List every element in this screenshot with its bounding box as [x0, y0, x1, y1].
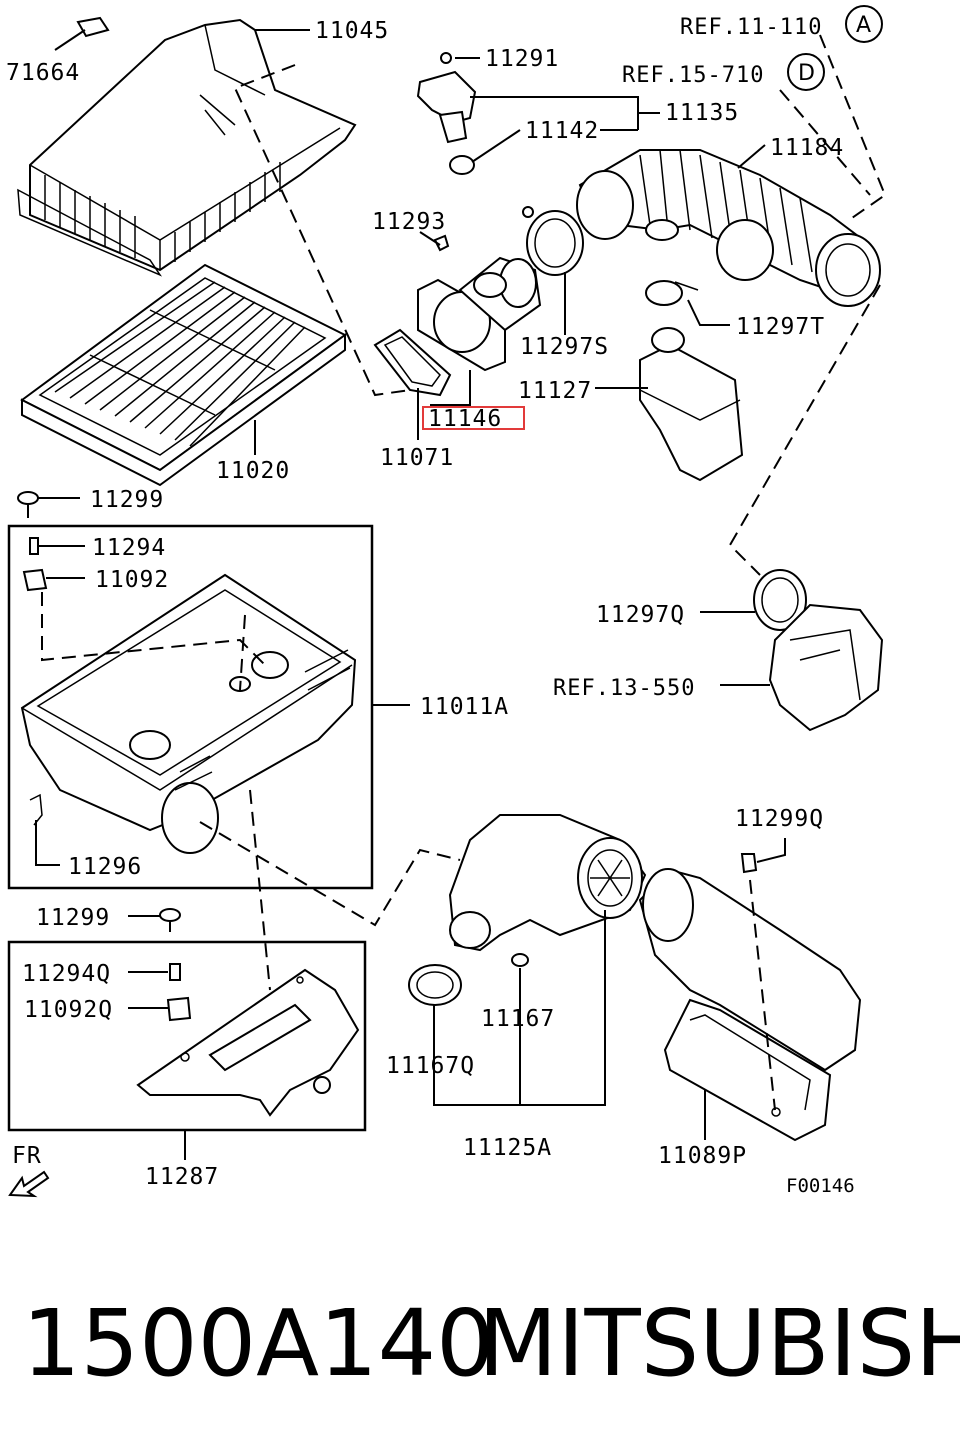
ref-15-710[interactable]: REF.15-710: [622, 63, 764, 88]
hose-clamp-11297Q[interactable]: [753, 569, 807, 631]
bolt-11299-top[interactable]: [17, 491, 39, 518]
bolt-11299-bottom[interactable]: [159, 908, 181, 932]
air-cleaner-cover[interactable]: [17, 18, 357, 277]
clip-71664[interactable]: [76, 16, 110, 38]
ref-circle-a: [845, 5, 883, 43]
bushing-11294[interactable]: [29, 537, 39, 555]
parts-diagram: 71664 11045 11291 11135 11142 11184 1129…: [6, 5, 887, 1198]
product-caption: 1500A140 MITSUBISHI: [0, 1270, 960, 1420]
figure-code: F00146: [786, 1175, 855, 1197]
bolt-11299Q[interactable]: [740, 853, 758, 874]
dashed-reference-lines: [41, 34, 887, 1111]
grommet-11092Q[interactable]: [166, 996, 192, 1022]
grommet-11167[interactable]: [511, 953, 529, 967]
gasket-11071[interactable]: [373, 328, 452, 397]
label-11299-bottom[interactable]: 11299: [36, 905, 110, 931]
ref-circle-d: [787, 53, 825, 91]
clip-11296[interactable]: [29, 793, 43, 826]
resonator-11127[interactable]: [639, 327, 744, 482]
label-11011A[interactable]: 11011A: [420, 694, 509, 720]
label-11092Q[interactable]: 11092Q: [24, 997, 113, 1023]
air-cleaner-case[interactable]: [20, 573, 357, 854]
label-11294Q[interactable]: 11294Q: [22, 961, 111, 987]
case-group-frame: [7, 524, 374, 890]
throttle-housing-11146[interactable]: [417, 256, 542, 372]
intake-hose-11184[interactable]: [576, 149, 881, 307]
label-11291[interactable]: 11291: [485, 46, 559, 72]
label-11296[interactable]: 11296: [68, 854, 142, 880]
label-11299-top[interactable]: 11299: [90, 487, 164, 513]
label-11045[interactable]: 11045: [315, 18, 389, 44]
label-11089P[interactable]: 11089P: [658, 1143, 747, 1169]
air-filter-element[interactable]: [20, 263, 347, 487]
label-11071[interactable]: 11071: [380, 445, 454, 471]
front-arrow-icon: [8, 1170, 50, 1198]
leader-lines: [35, 29, 786, 1160]
throttle-body-ref: [768, 603, 884, 732]
label-11287[interactable]: 11287: [145, 1164, 219, 1190]
label-11297T[interactable]: 11297T: [736, 314, 825, 340]
air-duct-11089P[interactable]: [638, 868, 862, 1142]
label-11125A[interactable]: 11125A: [463, 1135, 552, 1161]
air-cleaner-bracket[interactable]: [136, 968, 360, 1117]
seal-11167Q[interactable]: [408, 964, 462, 1006]
grommet-11092[interactable]: [22, 568, 48, 592]
label-11297S[interactable]: 11297S: [520, 334, 609, 360]
brand-name: MITSUBISHI: [478, 1290, 960, 1397]
part-number: 1500A140: [22, 1290, 495, 1397]
hose-clamp-11297S[interactable]: [522, 206, 584, 276]
label-11142[interactable]: 11142: [525, 118, 599, 144]
label-11135[interactable]: 11135: [665, 100, 739, 126]
label-11020[interactable]: 11020: [216, 458, 290, 484]
label-11297Q[interactable]: 11297Q: [596, 602, 685, 628]
ref-circle-d-letter: D: [798, 61, 815, 86]
screw-11293[interactable]: [433, 234, 450, 252]
airflow-sensor[interactable]: [416, 70, 477, 144]
label-11184[interactable]: 11184: [770, 135, 844, 161]
ref-13-550[interactable]: REF.13-550: [553, 676, 695, 701]
label-71664[interactable]: 71664: [6, 60, 80, 86]
label-11092[interactable]: 11092: [95, 567, 169, 593]
hose-clamp-11297T[interactable]: [645, 280, 699, 306]
label-11299Q[interactable]: 11299Q: [735, 806, 824, 832]
label-11294[interactable]: 11294: [92, 535, 166, 561]
label-11146[interactable]: 11146: [428, 406, 502, 432]
intake-duct-11125A[interactable]: [448, 814, 647, 952]
bracket-group-frame: [7, 940, 367, 1132]
label-11127[interactable]: 11127: [518, 378, 592, 404]
label-11293[interactable]: 11293: [372, 209, 446, 235]
highlight-box-11146: [422, 406, 525, 430]
ref-11-110[interactable]: REF.11-110: [680, 15, 822, 40]
label-11167[interactable]: 11167: [481, 1006, 555, 1032]
ref-circle-a-letter: A: [856, 13, 871, 38]
o-ring-11142[interactable]: [449, 155, 475, 175]
label-11167Q[interactable]: 11167Q: [386, 1053, 475, 1079]
front-direction-label: FR: [12, 1143, 42, 1169]
bushing-11294Q[interactable]: [169, 963, 181, 981]
screw-11291[interactable]: [440, 52, 452, 64]
